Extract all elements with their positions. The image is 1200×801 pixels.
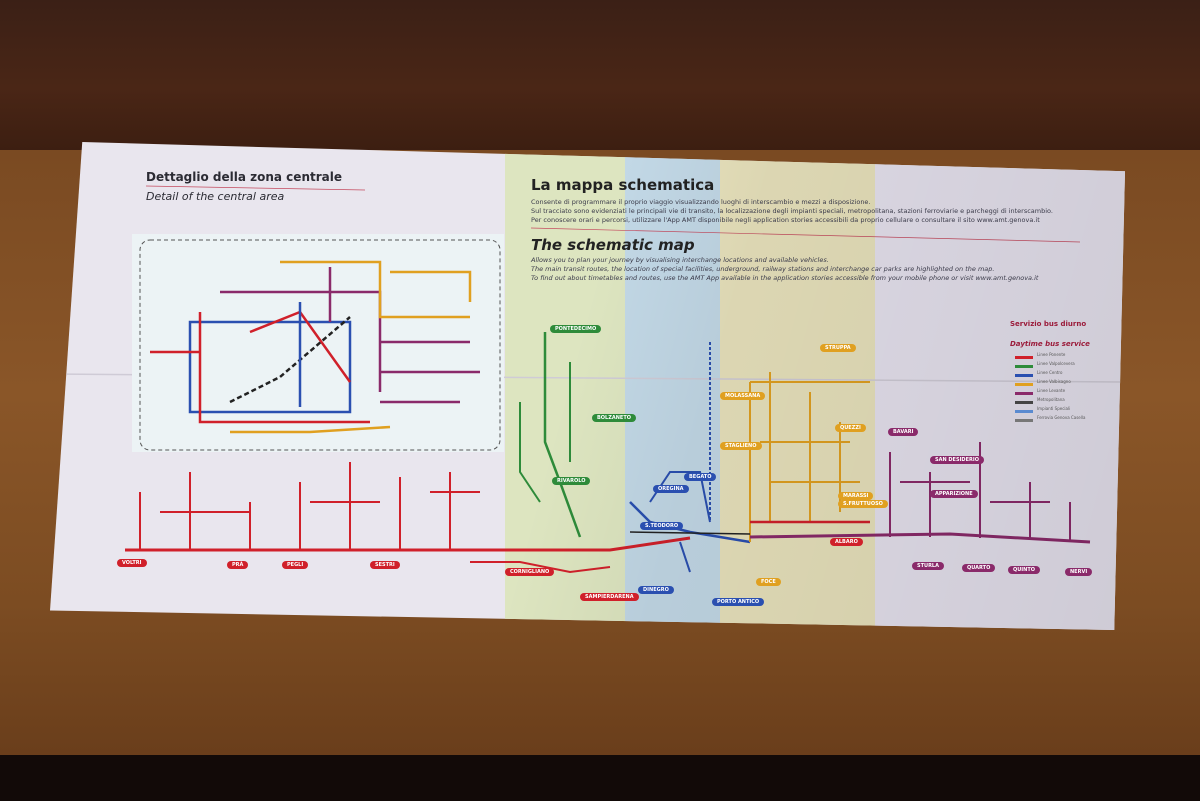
legend-label: Linee Valbisagno bbox=[1037, 379, 1071, 384]
zone-centro bbox=[625, 142, 720, 630]
legend-row: Linee Ponente bbox=[1015, 352, 1075, 362]
map-sheet: Dettaglio della zona centrale Detail of … bbox=[50, 142, 1125, 630]
district-label: ALBARO bbox=[830, 538, 863, 546]
legend-row: Linee Centro bbox=[1015, 370, 1075, 380]
district-label: STAGLIENO bbox=[720, 442, 762, 450]
legend-swatch bbox=[1015, 356, 1033, 359]
intro-it-line-1: Consente di programmare il proprio viagg… bbox=[531, 198, 871, 206]
district-label: NERVI bbox=[1065, 568, 1093, 576]
legend-swatch bbox=[1015, 392, 1033, 395]
district-label: STRUPPA bbox=[820, 344, 856, 352]
legend-row: Ferrovia Genova Casella bbox=[1015, 415, 1085, 425]
district-label: QUINTO bbox=[1008, 566, 1041, 574]
district-label: DINEGRO bbox=[638, 586, 674, 594]
district-label: PONTEDECIMO bbox=[550, 325, 602, 333]
legend-label: Metropolitana bbox=[1037, 397, 1065, 402]
district-label: APPARIZIONE bbox=[930, 490, 978, 498]
district-label: OREGINA bbox=[653, 485, 689, 493]
schematic-title-en: The schematic map bbox=[531, 236, 695, 254]
legend-swatch bbox=[1015, 383, 1033, 386]
intro-en-line-2: The main transit routes, the location of… bbox=[531, 265, 995, 273]
floor-shadow bbox=[0, 755, 1200, 801]
legend-label: Linee Valpolcevera bbox=[1037, 361, 1075, 366]
district-label: STURLA bbox=[912, 562, 944, 570]
district-label: VOLTRI bbox=[117, 559, 147, 567]
detail-title-en: Detail of the central area bbox=[146, 190, 285, 203]
zone-valbisagno bbox=[720, 142, 875, 630]
district-label: PEGLI bbox=[282, 561, 309, 569]
district-label: SESTRI bbox=[370, 561, 400, 569]
zone-levante bbox=[875, 142, 1125, 630]
intro-it-line-2: Sul tracciato sono evidenziati le princi… bbox=[531, 207, 1053, 215]
legend-title-en: Daytime bus service bbox=[1010, 340, 1090, 348]
schematic-title-it: La mappa schematica bbox=[531, 176, 715, 194]
map-graphics bbox=[50, 142, 1125, 630]
district-label: RIVAROLO bbox=[552, 477, 591, 485]
wall-background bbox=[0, 0, 1200, 160]
legend-row: Metropolitana bbox=[1015, 397, 1075, 407]
legend-row: Linee Valbisagno bbox=[1015, 379, 1075, 389]
district-label: PORTO ANTICO bbox=[712, 598, 765, 606]
district-label: BEGATO bbox=[684, 473, 717, 481]
district-label: PRÀ bbox=[227, 561, 249, 569]
district-label: S.TEODORO bbox=[640, 522, 684, 530]
district-label: QUEZZI bbox=[835, 424, 866, 432]
legend-swatch bbox=[1015, 410, 1033, 413]
legend-label: Linee Ponente bbox=[1037, 352, 1066, 357]
district-label: QUARTO bbox=[962, 564, 996, 572]
district-label: FOCE bbox=[756, 578, 781, 586]
district-label: SAMPIERDARENA bbox=[580, 593, 639, 601]
legend-label: Linee Centro bbox=[1037, 370, 1063, 375]
legend-label: Impianti Speciali bbox=[1037, 406, 1071, 411]
district-label: BAVARI bbox=[888, 428, 919, 436]
legend-swatch bbox=[1015, 365, 1033, 368]
intro-en-line-1: Allows you to plan your journey by visua… bbox=[531, 256, 829, 264]
district-label: MARASSI bbox=[838, 492, 874, 500]
legend-row: Linee Levante bbox=[1015, 388, 1075, 398]
legend-swatch bbox=[1015, 401, 1033, 404]
district-label: BOLZANETO bbox=[592, 414, 637, 422]
legend-title-it: Servizio bus diurno bbox=[1010, 320, 1087, 328]
legend-swatch bbox=[1015, 374, 1033, 377]
district-label: SAN DESIDERIO bbox=[930, 456, 984, 464]
district-label: S.FRUTTUOSO bbox=[838, 500, 888, 508]
legend-label: Linee Levante bbox=[1037, 388, 1066, 393]
intro-it-line-3: Per conoscere orari e percorsi, utilizza… bbox=[531, 216, 1040, 224]
intro-en-line-3: To find out about timetables and routes,… bbox=[531, 274, 1039, 282]
legend-label: Ferrovia Genova Casella bbox=[1037, 415, 1086, 420]
detail-title-it: Dettaglio della zona centrale bbox=[146, 170, 342, 184]
legend-swatch bbox=[1015, 419, 1033, 422]
legend-row: Impianti Speciali bbox=[1015, 406, 1075, 416]
district-label: MOLASSANA bbox=[720, 392, 766, 400]
district-label: CORNIGLIANO bbox=[505, 568, 555, 576]
legend-row: Linee Valpolcevera bbox=[1015, 361, 1075, 371]
